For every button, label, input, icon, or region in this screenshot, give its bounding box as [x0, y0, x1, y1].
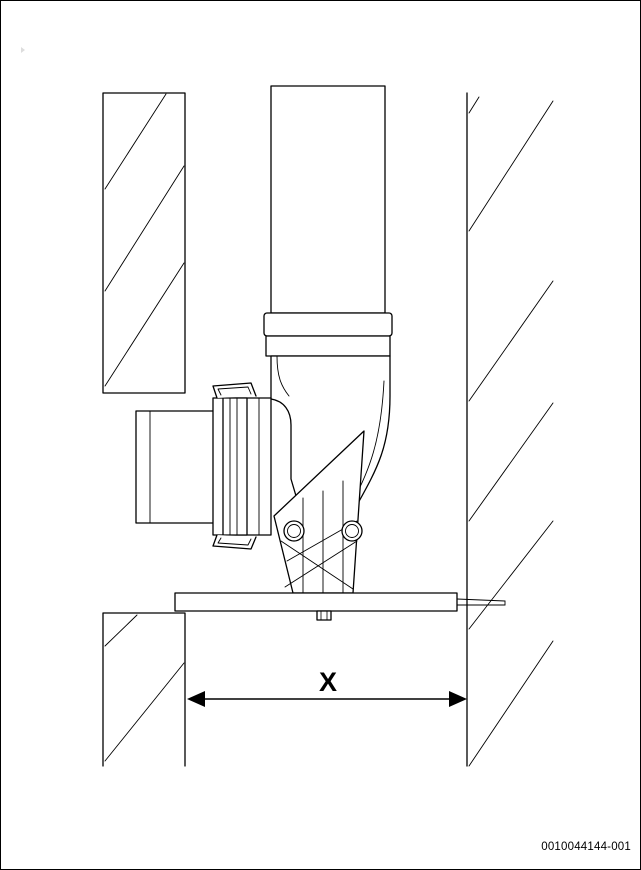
- mounting-plate: [174, 592, 506, 621]
- dimension-arrow: [187, 691, 467, 707]
- support-stand: [273, 430, 365, 594]
- left-wall-lower: [102, 612, 186, 767]
- right-wall: [466, 92, 554, 767]
- vertical-flue-pipe: [263, 85, 393, 357]
- figure-id: 0010044144-001: [541, 841, 631, 853]
- dimension-label: X: [318, 667, 337, 697]
- horizontal-outlet-pipe: [135, 410, 217, 524]
- pipe-coupling: [212, 382, 272, 550]
- corner-marker: [21, 47, 25, 53]
- left-wall-upper: [102, 92, 186, 394]
